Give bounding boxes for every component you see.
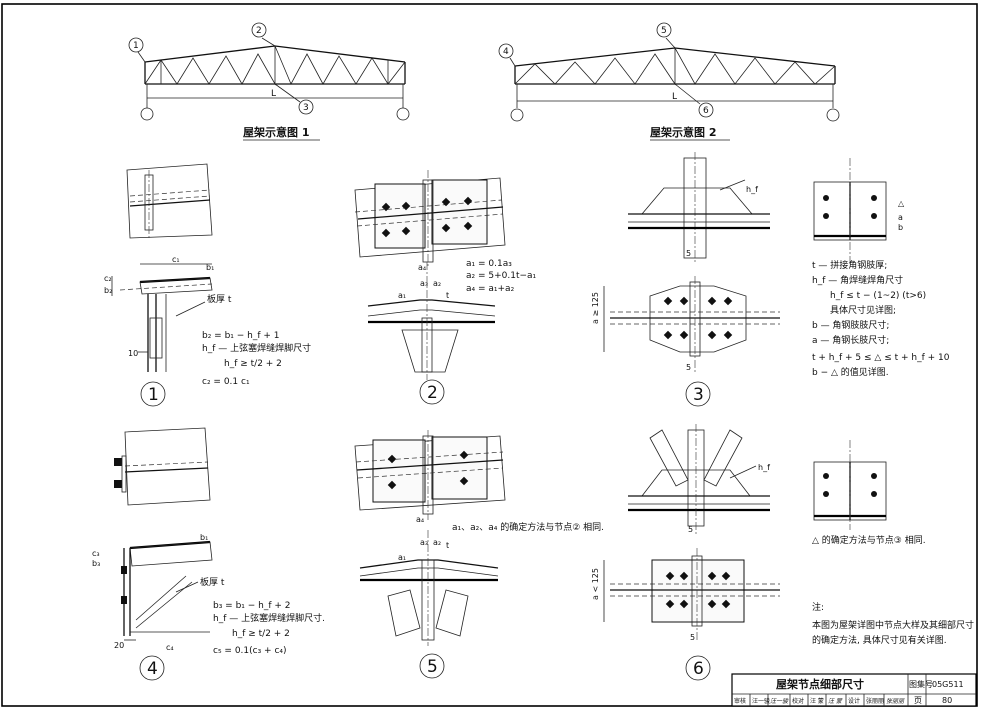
truss-diagram-1: L 1 2 3 屋架示意图 1 bbox=[128, 22, 410, 141]
d3-dim-a125: a ≥ 125 bbox=[591, 292, 600, 324]
d3-note-3: h_f ≤ t − (1~2) (t>6) bbox=[830, 291, 926, 301]
d1-formula-1: b₂ = b₁ − h_f + 1 bbox=[202, 331, 280, 341]
d3-dim-5a: 5 bbox=[686, 249, 691, 258]
marker-4: 4 bbox=[503, 47, 509, 57]
sign-cell-3: 汪一骏 bbox=[770, 697, 789, 705]
d6-number: 6 bbox=[693, 659, 704, 679]
notes-line-2: 的确定方法, 具体尺寸见有关详图. bbox=[812, 634, 947, 646]
marker-5: 5 bbox=[661, 26, 667, 36]
d3-note-1: t — 拼接角钢肢厚; bbox=[812, 259, 887, 271]
page-label: 页 bbox=[914, 696, 922, 705]
d4-label-b3: b₃ bbox=[92, 559, 100, 568]
detail-2: a₁ a₂ a₃ a₄ t a₁ = 0.1a₃ a₂ = 5+0.1t−a₁ … bbox=[354, 170, 537, 405]
marker-2: 2 bbox=[256, 26, 262, 36]
d1-label-b2: b₂ bbox=[104, 286, 112, 295]
marker-1: 1 bbox=[133, 41, 139, 51]
d5-label-a2: a₂ bbox=[433, 538, 441, 547]
notes-line-1: 本图为屋架详图中节点大样及其细部尺寸 bbox=[812, 619, 974, 631]
d2-label-a3: a₃ bbox=[420, 279, 428, 288]
sign-cell-4: 校对 bbox=[792, 697, 804, 705]
d3-label-hf: h_f bbox=[746, 185, 758, 194]
d3-label-b: b bbox=[898, 223, 903, 232]
truss-diagram-2: L 4 5 6 屋架示意图 2 bbox=[498, 22, 840, 141]
d5-label-a4: a₄ bbox=[416, 515, 424, 524]
truss1-caption: 屋架示意图 1 bbox=[243, 125, 309, 139]
truss2-caption: 屋架示意图 2 bbox=[650, 125, 716, 139]
d4-label-c3: c₃ bbox=[92, 549, 100, 558]
d6-dim-a125: a < 125 bbox=[591, 568, 600, 600]
d2-label-a2: a₂ bbox=[433, 279, 441, 288]
d5-note: a₁、a₂、a₄ 的确定方法与节点② 相同. bbox=[452, 521, 604, 533]
notes-heading: 注: bbox=[812, 601, 824, 613]
d3-note-6: a — 角钢长肢尺寸; bbox=[812, 334, 889, 346]
marker-3: 3 bbox=[303, 103, 309, 113]
sign-cell-5: 汪 蒙 bbox=[810, 697, 824, 705]
d6-note: △ 的确定方法与节点③ 相同. bbox=[812, 534, 926, 546]
span-label-2: L bbox=[672, 92, 677, 102]
d4-dim-20: 20 bbox=[114, 641, 124, 650]
d1-plate-thickness: 板厚 t bbox=[207, 293, 232, 305]
d5-label-a3: a₃ bbox=[420, 538, 428, 547]
d4-plate-thickness: 板厚 t bbox=[200, 576, 225, 588]
d2-label-t: t bbox=[446, 291, 449, 300]
detail-3: h_f 5 a ≥ 125 5 △ b a bbox=[591, 152, 950, 407]
general-notes: 注: 本图为屋架详图中节点大样及其细部尺寸 的确定方法, 具体尺寸见有关详图. bbox=[812, 601, 974, 646]
d3-note-8: b − △ 的值见详图. bbox=[812, 366, 889, 378]
d5-label-t: t bbox=[446, 541, 449, 550]
span-label-1: L bbox=[271, 89, 276, 99]
d6-dim-5b: 5 bbox=[690, 633, 695, 642]
d2-formula-3: a₄ = a₁+a₂ bbox=[466, 284, 515, 294]
sign-cell-2: 汪一骏 bbox=[752, 697, 770, 705]
d1-number: 1 bbox=[148, 385, 159, 405]
d5-label-a1: a₁ bbox=[398, 553, 406, 562]
d5-number: 5 bbox=[427, 657, 438, 677]
d4-formula-4: c₅ = 0.1(c₃ + c₄) bbox=[213, 646, 287, 656]
atlas-number: 05G511 bbox=[932, 680, 964, 689]
page-number: 80 bbox=[942, 696, 952, 705]
d4-formula-1: b₃ = b₁ − h_f + 2 bbox=[213, 601, 291, 611]
d3-label-delta: △ bbox=[898, 199, 905, 208]
d4-label-b1: b₁ bbox=[200, 533, 208, 542]
detail-4: c₃ c₄ b₁ b₃ 板厚 t 20 b₃ = b₁ − h_f + 2 h_… bbox=[92, 427, 325, 681]
d6-dim-5a: 5 bbox=[688, 525, 693, 534]
sign-cell-9: 张丽丽 bbox=[886, 698, 905, 705]
d6-label-hf: h_f bbox=[758, 463, 770, 472]
d3-note-5: b — 角钢肢肢尺寸; bbox=[812, 319, 889, 331]
title-block: 屋架节点细部尺寸 图集号 05G511 页 80 审核 汪一骏 汪一骏 校对 汪… bbox=[731, 673, 977, 707]
d4-formula-3: h_f ≥ t/2 + 2 bbox=[232, 629, 290, 639]
d3-note-4: 具体尺寸见详图; bbox=[830, 304, 896, 316]
d3-note-7: t + h_f + 5 ≤ △ ≤ t + h_f + 10 bbox=[812, 353, 950, 363]
d2-formula-2: a₂ = 5+0.1t−a₁ bbox=[466, 271, 537, 281]
sheet-border bbox=[1, 3, 978, 707]
sign-cell-1: 审核 bbox=[734, 697, 746, 705]
d1-formula-2: h_f — 上弦塞焊缝焊脚尺寸 bbox=[202, 342, 311, 354]
d3-dim-5b: 5 bbox=[686, 363, 691, 372]
detail-6: h_f 5 a < 125 5 △ 的确定方法与节点③ 相同. bbox=[591, 424, 926, 681]
d3-label-a: a bbox=[898, 213, 903, 222]
d2-label-a4: a₄ bbox=[418, 263, 426, 272]
d4-formula-2: h_f — 上弦塞焊缝焊脚尺寸. bbox=[213, 612, 325, 624]
d3-number: 3 bbox=[693, 385, 704, 405]
sign-cell-8: 张丽丽 bbox=[866, 697, 884, 705]
title-block-title: 屋架节点细部尺寸 bbox=[776, 677, 864, 691]
d2-number: 2 bbox=[427, 383, 438, 403]
d2-formula-1: a₁ = 0.1a₃ bbox=[466, 259, 512, 269]
detail-5: a₁、a₂、a₄ 的确定方法与节点② 相同. a₁ a₂ a₃ a₄ t 5 bbox=[354, 430, 604, 679]
d4-number: 4 bbox=[147, 659, 158, 679]
d2-label-a1: a₁ bbox=[398, 291, 406, 300]
marker-6: 6 bbox=[703, 106, 709, 116]
d1-dim-10: 10 bbox=[128, 349, 138, 358]
sign-cell-7: 设计 bbox=[848, 697, 860, 705]
d1-label-c2: c₂ bbox=[104, 274, 112, 283]
d4-label-c4: c₄ bbox=[166, 643, 174, 652]
detail-1: c₁ c₂ b₁ b₂ 板厚 t 10 b₂ = b₁ − h_f + 1 h_… bbox=[104, 163, 311, 407]
d1-formula-4: c₂ = 0.1 c₁ bbox=[202, 377, 250, 387]
d1-label-c1: c₁ bbox=[172, 255, 180, 264]
atlas-label: 图集号 bbox=[909, 679, 933, 689]
d1-formula-3: h_f ≥ t/2 + 2 bbox=[224, 359, 282, 369]
sign-cell-6: 汪 蒙 bbox=[828, 697, 843, 705]
d3-note-2: h_f — 角焊缝焊角尺寸 bbox=[812, 274, 903, 286]
d1-label-b1: b₁ bbox=[206, 263, 214, 272]
